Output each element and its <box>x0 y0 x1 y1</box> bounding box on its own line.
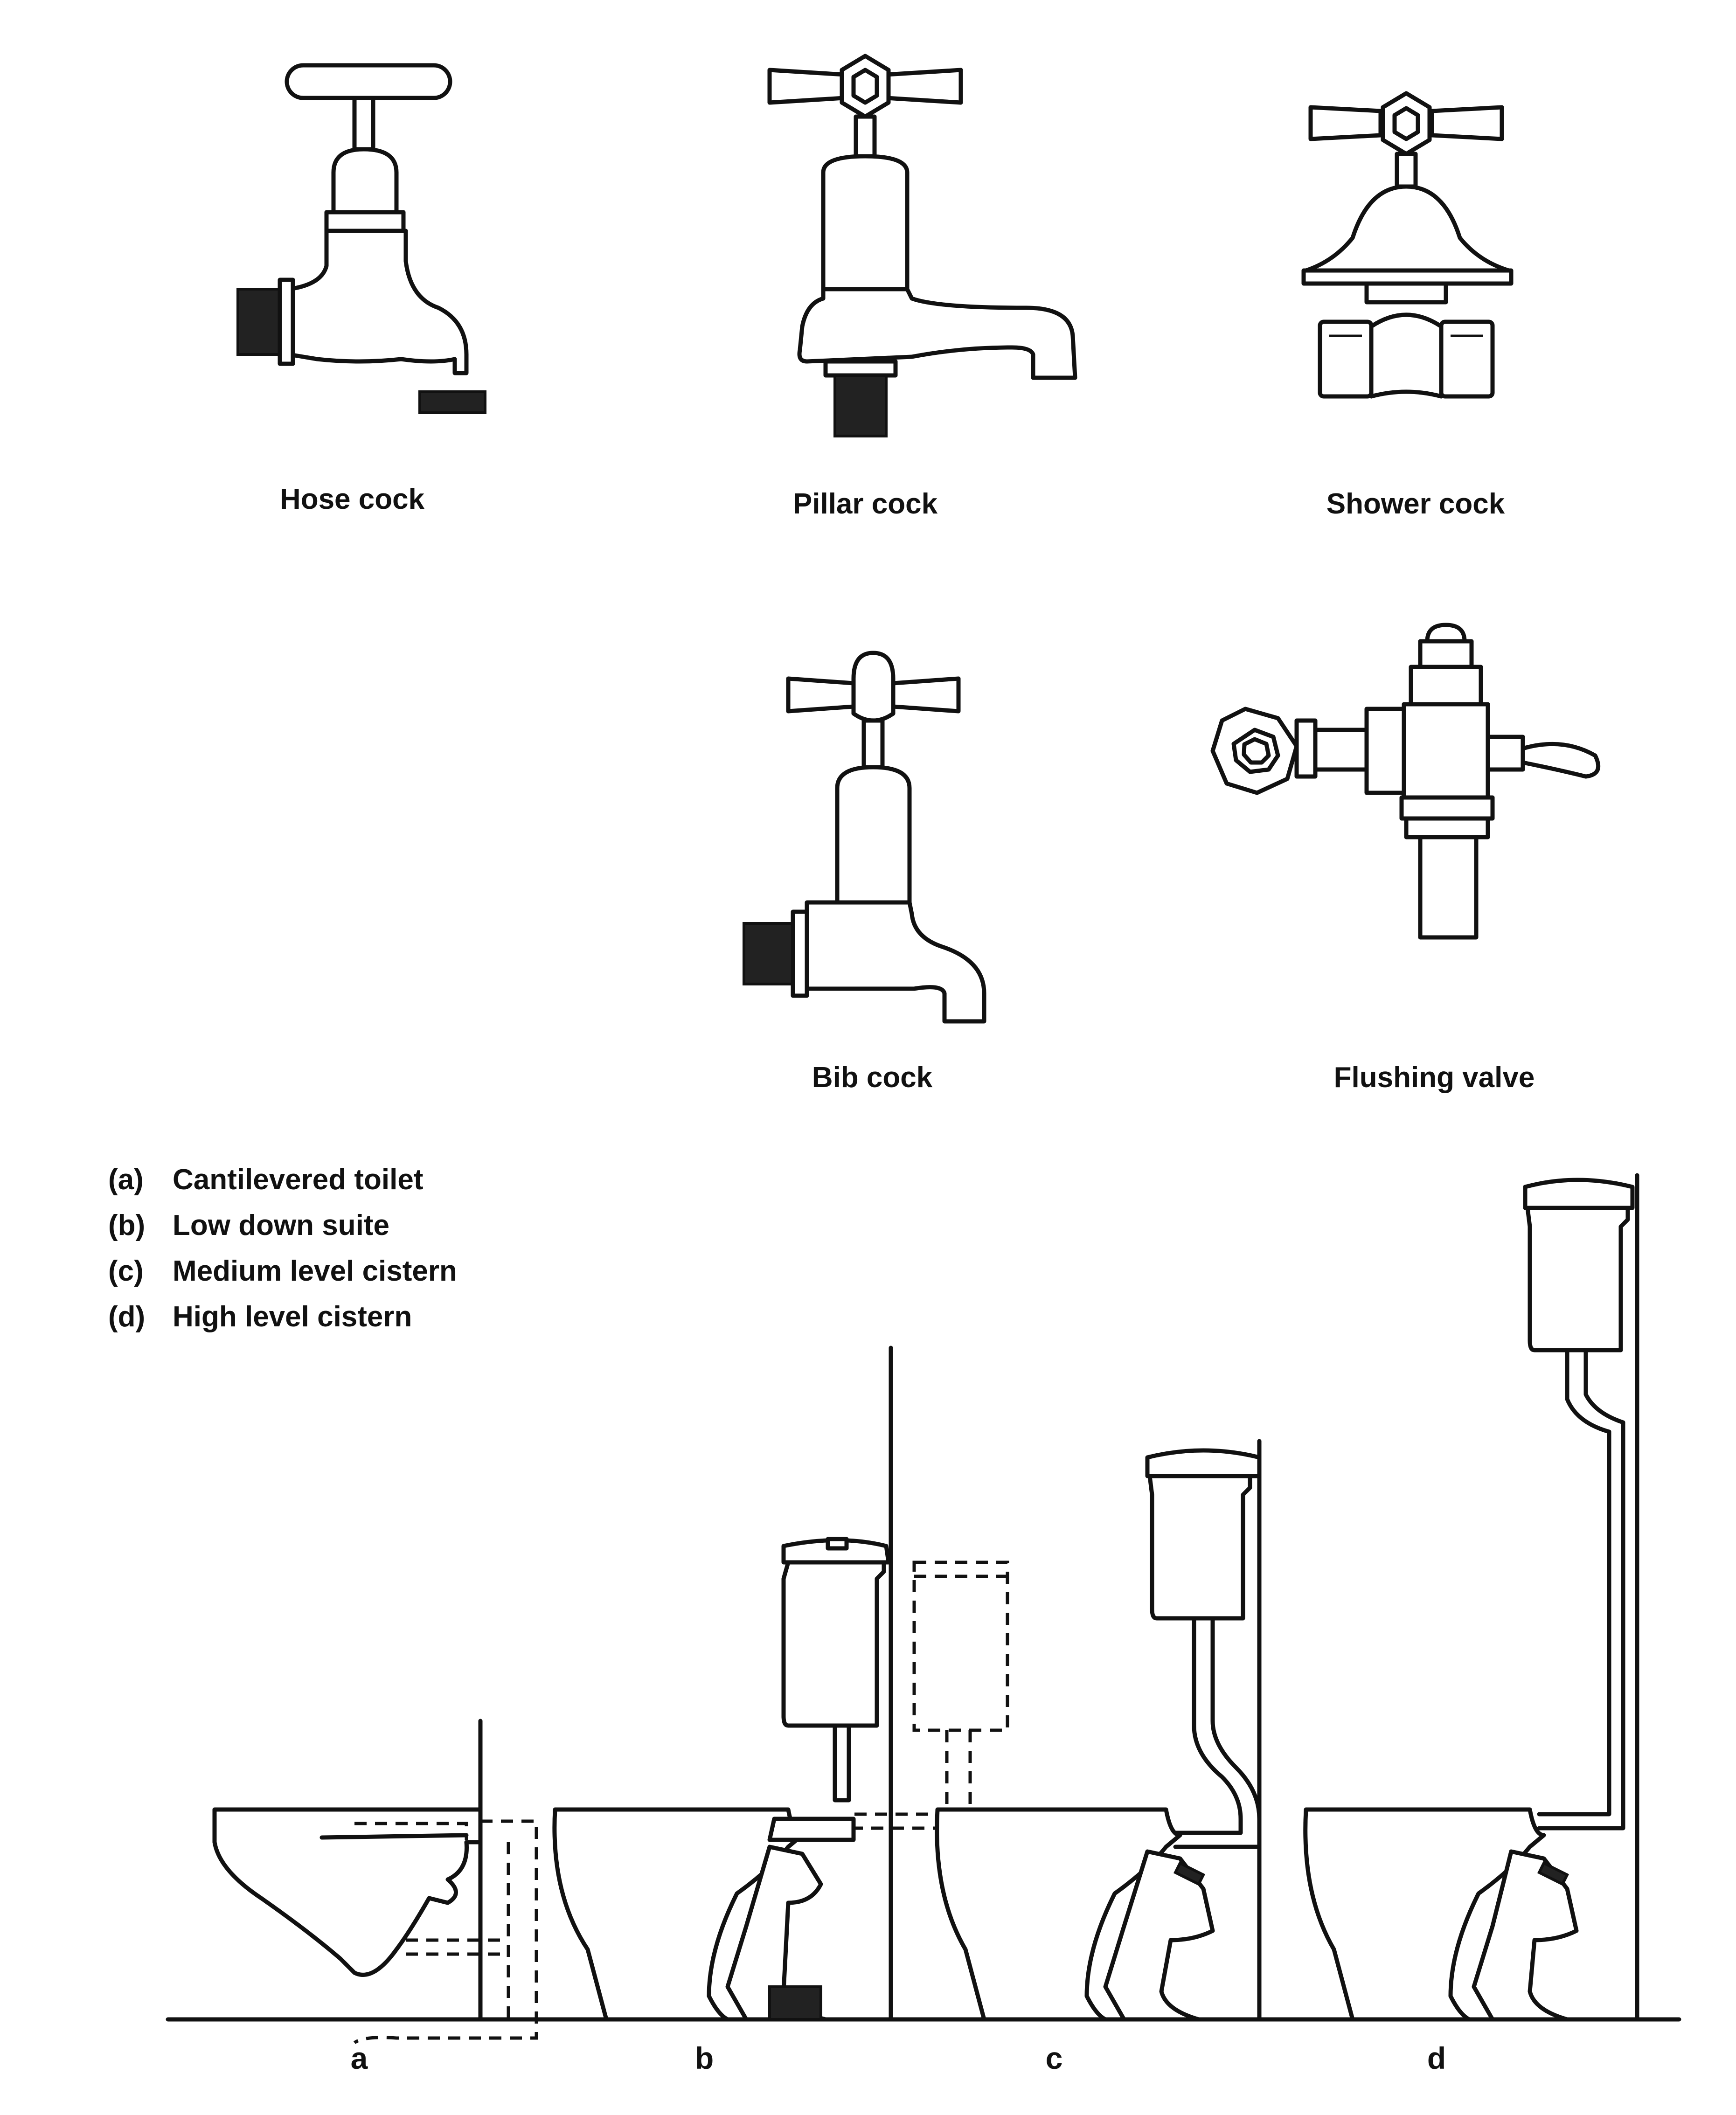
legend-key: (b) <box>108 1209 146 1241</box>
cantilevered-toilet-drawing <box>212 1719 538 2044</box>
legend-item: (c) Medium level cistern <box>108 1248 457 1294</box>
low-down-suite-drawing <box>552 1345 1009 2022</box>
medium-level-cistern-drawing <box>935 1439 1262 2022</box>
pillar-cock-label: Pillar cock <box>792 488 938 520</box>
legend-text: Medium level cistern <box>173 1255 457 1287</box>
hose-cock-label: Hose cock <box>279 483 425 515</box>
shower-cock-drawing <box>1301 91 1514 399</box>
flushing-valve-drawing <box>1210 623 1601 940</box>
legend-item: (d) High level cistern <box>108 1294 457 1339</box>
toilet-letter-a: a <box>350 2041 368 2075</box>
toilet-legend: (a) Cantilevered toilet (b) Low down sui… <box>108 1157 457 1339</box>
bib-cock-label: Bib cock <box>812 1061 933 1094</box>
shower-cock-label: Shower cock <box>1326 488 1505 520</box>
hose-cock-drawing <box>236 63 486 414</box>
toilet-elevations <box>166 1173 1681 2044</box>
legend-text: High level cistern <box>173 1300 412 1333</box>
legend-text: Cantilevered toilet <box>173 1163 424 1196</box>
toilet-letter-b: b <box>694 2041 714 2075</box>
legend-item: (a) Cantilevered toilet <box>108 1157 457 1202</box>
bib-cock-drawing <box>743 651 986 1024</box>
legend-text: Low down suite <box>173 1209 389 1241</box>
high-level-cistern-drawing <box>1303 1173 1639 2022</box>
flushing-valve-label: Flushing valve <box>1333 1061 1535 1094</box>
legend-key: (c) <box>108 1255 144 1287</box>
legend-key: (a) <box>108 1163 144 1196</box>
legend-item: (b) Low down suite <box>108 1202 457 1248</box>
toilet-letter-d: d <box>1427 2041 1446 2075</box>
legend-key: (d) <box>108 1300 146 1333</box>
pillar-cock-drawing <box>767 54 1077 437</box>
toilet-letter-c: c <box>1045 2041 1063 2075</box>
